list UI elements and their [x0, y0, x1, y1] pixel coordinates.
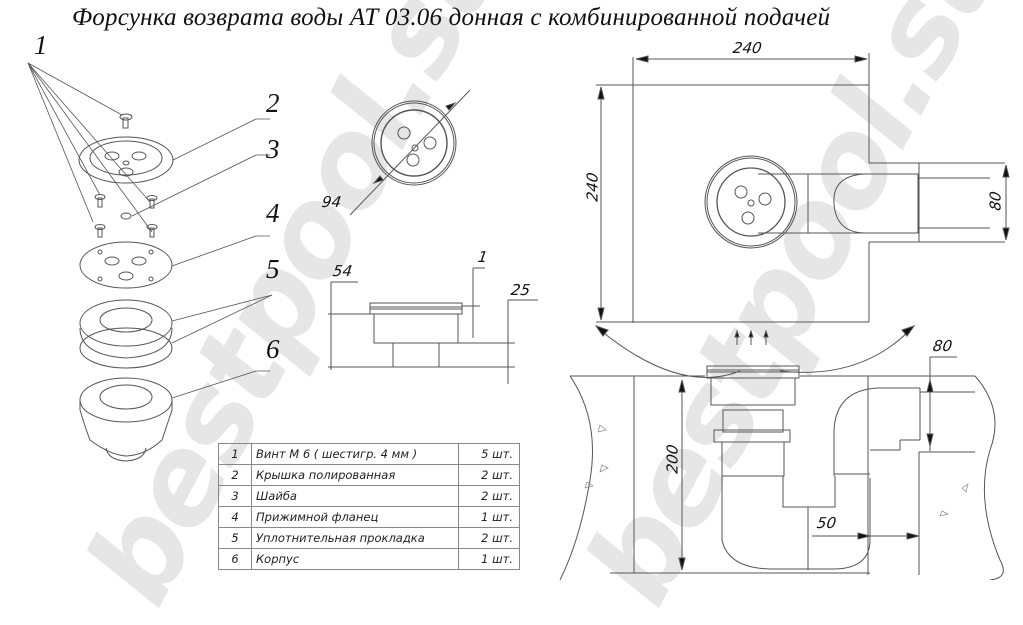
callout-1: 1	[34, 30, 48, 60]
concrete-hatch	[584, 424, 969, 517]
dim-plan-pipe-80: 80	[986, 190, 1005, 212]
dim-height-54: 54	[331, 262, 354, 280]
row-number: 1	[218, 443, 252, 465]
leader-lines-1	[27, 62, 153, 233]
part-qty: 1 шт.	[458, 506, 520, 528]
dim-section-depth-200: 200	[663, 443, 682, 475]
part-name: Шайба	[251, 485, 459, 507]
part-qty: 2 шт.	[458, 527, 520, 549]
part-qty: 2 шт.	[458, 485, 520, 507]
part-qty: 1 шт.	[458, 548, 520, 570]
cover-part	[78, 136, 174, 184]
screws-mid	[94, 194, 158, 238]
screw-top-icon	[119, 113, 133, 129]
part-name: Прижимной фланец	[251, 506, 459, 528]
section-view	[559, 356, 1004, 580]
side-view	[328, 267, 538, 384]
row-number: 5	[218, 527, 252, 549]
part-name: Корпус	[251, 548, 459, 570]
part-name: Винт М 6 ( шестигр. 4 мм )	[251, 443, 459, 465]
callout-6: 6	[266, 334, 280, 364]
dim-body-25: 25	[509, 281, 532, 299]
dim-section-pipe-80: 80	[931, 337, 954, 355]
dim-section-offset-50: 50	[815, 514, 838, 532]
callout-leaders	[131, 118, 273, 399]
row-number: 2	[218, 464, 252, 486]
gasket-parts	[79, 299, 173, 369]
part-name: Уплотнительная прокладка	[251, 527, 459, 549]
top-view	[349, 89, 471, 216]
row-number: 3	[218, 485, 252, 507]
dim-plan-height-240: 240	[583, 171, 602, 203]
drawing-title: Форсунка возврата воды АТ 03.06 донная с…	[72, 4, 831, 31]
part-name: Крышка полированная	[251, 464, 459, 486]
callout-4: 4	[266, 198, 280, 228]
body-part	[79, 377, 173, 462]
flange-part	[79, 241, 173, 289]
dim-diameter-94: 94	[320, 193, 343, 211]
row-number: 4	[218, 506, 252, 528]
plan-view	[594, 53, 1010, 378]
dim-plan-width-240: 240	[731, 39, 763, 57]
part-qty: 5 шт.	[458, 443, 520, 465]
callout-2: 2	[266, 88, 280, 118]
callout-5: 5	[266, 254, 280, 284]
row-number: 6	[218, 548, 252, 570]
part-qty: 2 шт.	[458, 464, 520, 486]
technical-drawing	[27, 53, 1010, 580]
callout-3: 3	[266, 134, 280, 164]
